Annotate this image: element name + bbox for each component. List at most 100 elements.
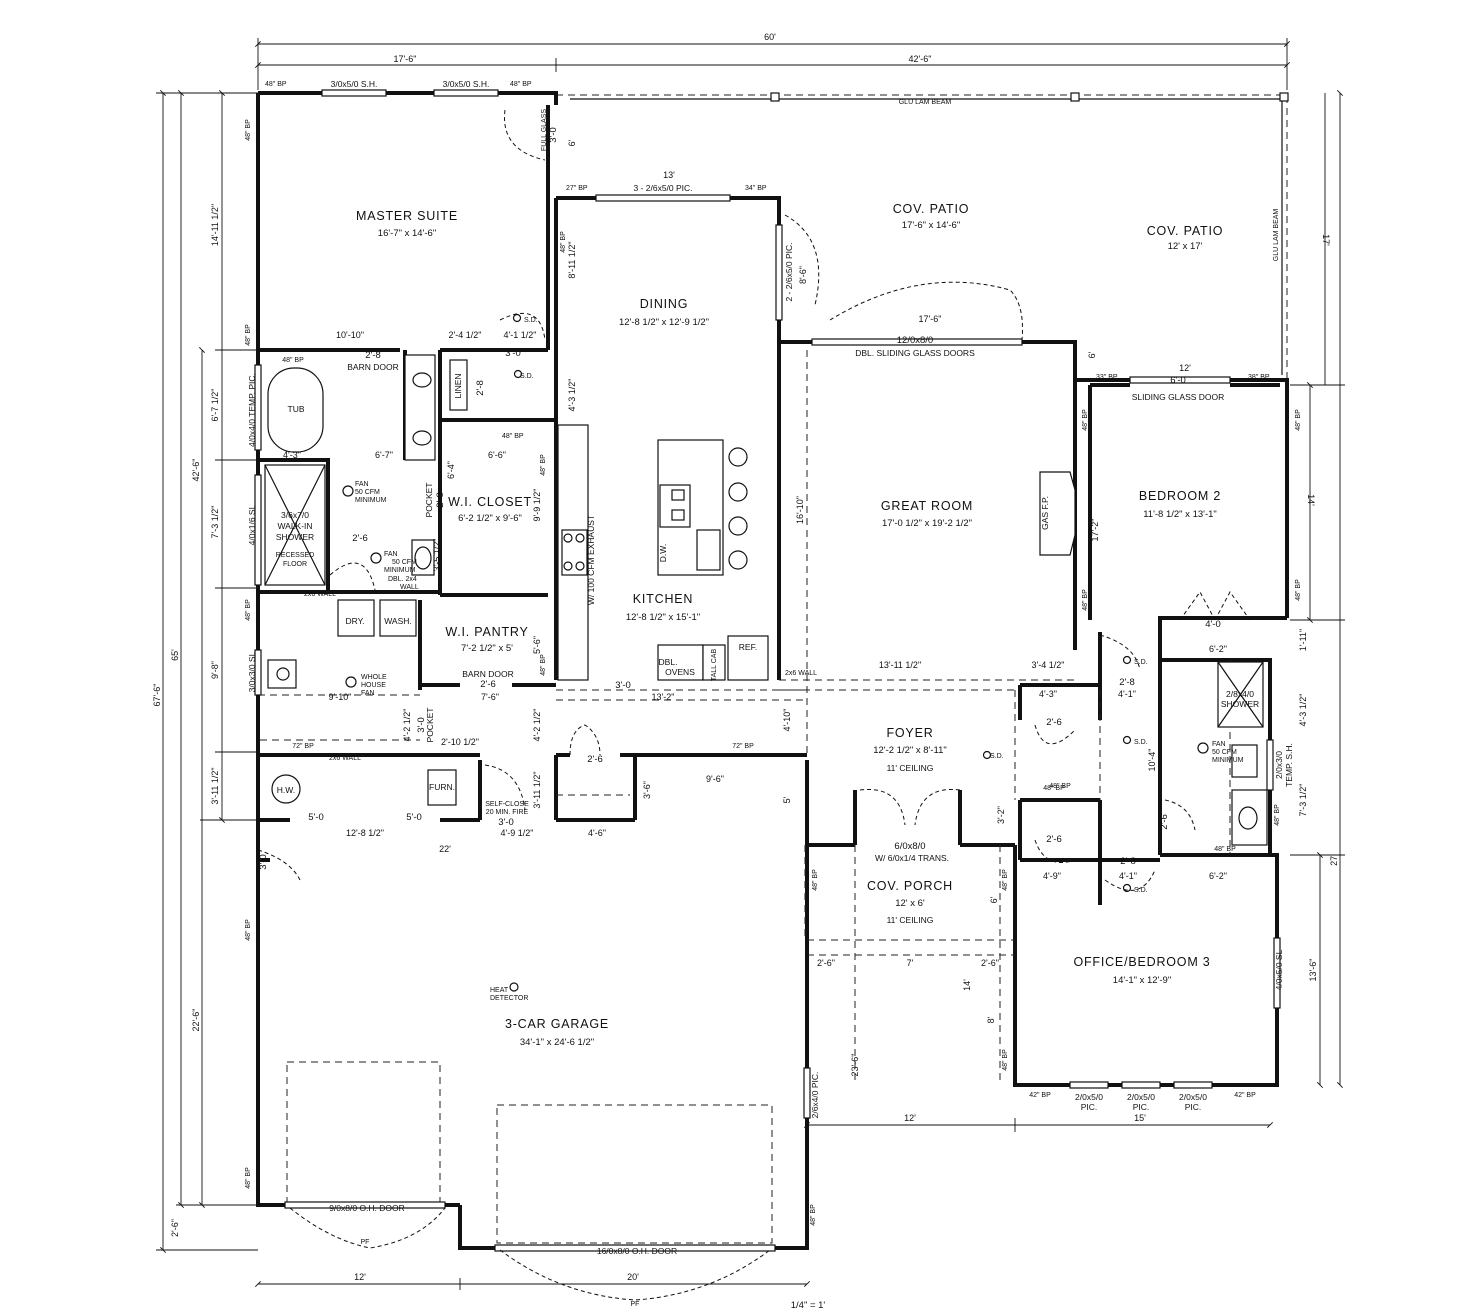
plan-label: 2'-8 bbox=[435, 492, 446, 508]
window-master-2 bbox=[433, 89, 499, 97]
plan-label: 48" BP bbox=[540, 454, 547, 476]
plan-label: FAN bbox=[361, 690, 375, 697]
plan-label: 5' bbox=[782, 796, 792, 803]
plan-label: 14' bbox=[962, 979, 972, 991]
plan-label: 2x6 WALL bbox=[785, 670, 817, 677]
plan-label: 42" BP bbox=[1029, 1092, 1051, 1099]
plan-label: 6'-0 bbox=[1170, 375, 1186, 386]
plan-label: 50 CFM bbox=[1212, 749, 1237, 756]
dim-right-a: 17' bbox=[1321, 234, 1331, 246]
plan-label: SHOWER bbox=[276, 532, 314, 542]
plan-label: 48" BP bbox=[245, 119, 252, 141]
plan-label: PF bbox=[361, 1239, 370, 1246]
smoke-detector bbox=[982, 750, 992, 760]
plan-label: WALL bbox=[400, 584, 419, 591]
plan-label: 48" BP bbox=[282, 357, 304, 364]
linen-closet bbox=[449, 359, 468, 411]
plan-label: S.D. bbox=[520, 373, 534, 380]
plan-label: 9'-10" bbox=[329, 692, 352, 702]
water-heater-label: H.W. bbox=[277, 785, 295, 795]
plan-label: 12' bbox=[1179, 363, 1191, 373]
washer bbox=[379, 599, 417, 637]
washer-label: WASH. bbox=[384, 616, 412, 626]
garage-door-1 bbox=[284, 1201, 446, 1209]
plan-label: FAN bbox=[1212, 741, 1226, 748]
plan-label: 3'-6" bbox=[642, 781, 652, 799]
room-size-dining: 12'-8 1/2" x 12'-9 1/2" bbox=[619, 317, 709, 328]
plan-label: DBL. bbox=[659, 657, 678, 667]
front-door-size: 6/0x8/0 bbox=[894, 841, 925, 852]
plan-label: 4'-10" bbox=[782, 709, 792, 732]
plan-label: 4'-2 1/2" bbox=[532, 709, 542, 742]
dim-depth-a: 67'-6" bbox=[152, 684, 162, 707]
dim-right-b: 14' bbox=[1306, 494, 1316, 506]
room-size-patio1: 17'-6" x 14'-6" bbox=[902, 220, 960, 231]
plan-label: 2'-10 1/2" bbox=[441, 737, 479, 747]
dim-left-1: 14'-11 1/2" bbox=[210, 204, 220, 246]
scale-label: 1/4" = 1' bbox=[791, 1300, 826, 1311]
plan-label: 48" BP bbox=[1002, 869, 1009, 891]
plan-label: 2'-8 bbox=[1119, 677, 1135, 688]
plan-label: 48" BP bbox=[245, 919, 252, 941]
plan-label: FULL GLASS bbox=[541, 109, 548, 151]
plan-label: 2'-6 bbox=[480, 679, 496, 690]
plan-label: HEAT bbox=[490, 987, 509, 994]
dim-bottom-b: 20' bbox=[627, 1272, 639, 1282]
fan-symbol bbox=[1197, 742, 1209, 754]
room-name-great: GREAT ROOM bbox=[881, 499, 973, 513]
plan-label: 2/0x5/0 bbox=[1127, 1092, 1155, 1102]
plan-label: 2/0x5/0 bbox=[1179, 1092, 1207, 1102]
patio-post bbox=[1070, 92, 1080, 102]
plan-label: 48" BP bbox=[540, 654, 547, 676]
plan-label: 6'-4" bbox=[446, 461, 456, 479]
plan-label: 17'-2" bbox=[1090, 519, 1100, 542]
plan-label: HOUSE bbox=[361, 682, 386, 689]
plan-label: 33" BP bbox=[1096, 374, 1118, 381]
plan-label: 4'-3 1/2" bbox=[1298, 694, 1308, 727]
sink bbox=[412, 430, 432, 446]
smoke-detector bbox=[513, 369, 523, 379]
bathtub bbox=[267, 367, 324, 453]
plan-label: 48" BP bbox=[1082, 409, 1089, 431]
plan-label: 48" BP bbox=[1214, 846, 1236, 853]
plan-label: 2'-6 bbox=[1046, 834, 1062, 845]
plan-label: 6'-6" bbox=[488, 450, 506, 460]
plan-label: DBL. 2x4 bbox=[388, 576, 417, 583]
plan-label: 3'-0 bbox=[258, 854, 269, 870]
plan-label: 4'-2 1/2" bbox=[402, 709, 412, 742]
plan-label: 3'-2" bbox=[996, 806, 1006, 824]
door-swings bbox=[257, 109, 1251, 1301]
plan-label: TEMP. S.H. bbox=[1284, 743, 1294, 787]
plan-label: 2'-6 bbox=[352, 533, 368, 544]
plan-label: 2/6x4/0 PIC. bbox=[810, 1072, 820, 1119]
plan-label: 3'-11 1/2" bbox=[532, 771, 542, 808]
front-door-transom: W/ 6/0x1/4 TRANS. bbox=[875, 853, 949, 863]
dim-depth-b: 65' bbox=[170, 649, 180, 661]
room-name-office: OFFICE/BEDROOM 3 bbox=[1073, 955, 1210, 969]
plan-label: 38" BP bbox=[1248, 374, 1270, 381]
plan-label: 5'-0 bbox=[308, 812, 324, 823]
garage-door-1-label: 9/0x8/0 O.H. DOOR bbox=[329, 1203, 405, 1213]
plan-label: 3/0x3/0 SL bbox=[247, 651, 257, 692]
plan-label: 13'-2" bbox=[652, 692, 675, 702]
room-name-patio1: COV. PATIO bbox=[893, 202, 970, 216]
plan-label: 9'-9 1/2" bbox=[532, 489, 542, 522]
room-name-pantry: W.I. PANTRY bbox=[445, 625, 528, 639]
dim-left-width: 17'-6" bbox=[394, 54, 417, 64]
window-label-dining-side: 2 - 2/6x5/0 PIC. bbox=[784, 242, 794, 301]
room-size-closet: 6'-2 1/2" x 9'-6" bbox=[458, 513, 522, 524]
plan-label: TALL CAB bbox=[711, 649, 718, 682]
window-office-1 bbox=[1069, 1081, 1109, 1089]
room-size-foyer: 12'-2 1/2" x 8'-11" bbox=[873, 745, 947, 756]
plan-label: 48" BP bbox=[1295, 409, 1302, 431]
dim-depth-d: 22'-6" bbox=[191, 1009, 201, 1032]
window-label-master-2: 3/0x5/0 S.H. bbox=[443, 79, 490, 89]
room-size-great: 17'-0 1/2" x 19'-2 1/2" bbox=[882, 518, 972, 529]
room-size-garage: 34'-1" x 24'-6 1/2" bbox=[520, 1037, 594, 1048]
callout-labels: 48" BP 3/0x5/0 S.H. 3/0x5/0 S.H. 48" BP … bbox=[245, 79, 1308, 1308]
window-master-1 bbox=[321, 89, 387, 97]
plan-label: PIC. bbox=[1185, 1102, 1202, 1112]
furnace bbox=[427, 769, 457, 806]
overall-dimensions: 60' 17'-6" 42'-6" 67'-6" 65' 42'-6" 22'-… bbox=[152, 32, 1339, 1311]
plan-label: 4/0x4/0 TEMP. PIC. bbox=[247, 373, 257, 447]
